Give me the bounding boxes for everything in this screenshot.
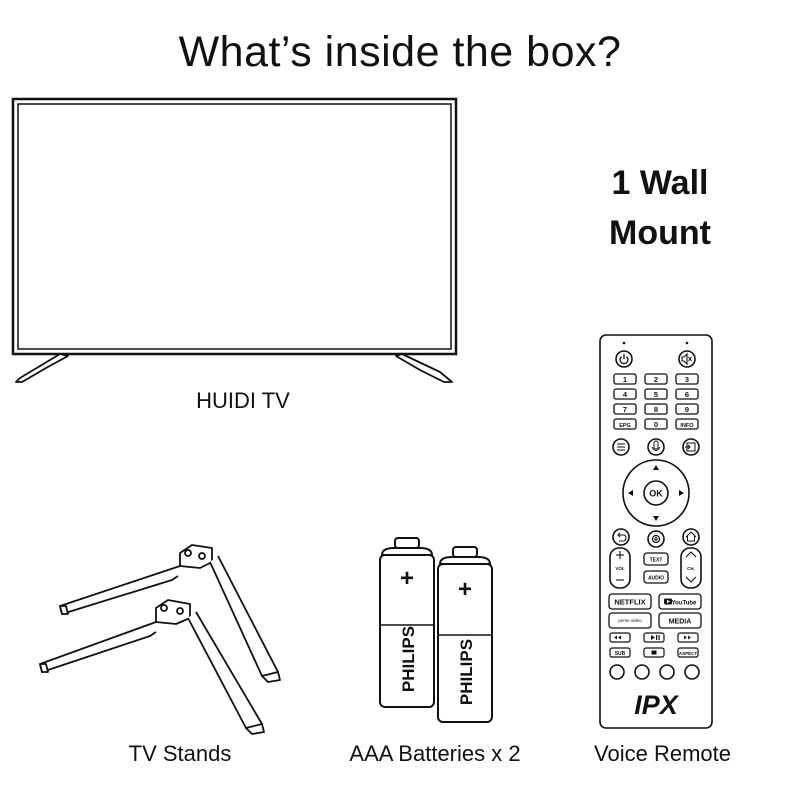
key-epg: EPG (619, 423, 631, 429)
sub-key: SUB (615, 651, 626, 657)
key-2: 2 (654, 375, 658, 384)
key-7: 7 (623, 405, 627, 414)
wall-mount-line1: 1 Wall (611, 164, 709, 202)
wall-mount-label: 1 Wall Mount (575, 158, 745, 258)
key-9: 9 (685, 405, 689, 414)
ch-label: CH. (687, 566, 695, 571)
battery-right-plus: + (458, 576, 472, 603)
dpad-arrows (628, 465, 684, 521)
wall-mount-line2: Mount (609, 214, 711, 252)
batteries-illustration: + PHILIPS + PHILIPS (379, 537, 493, 723)
voice-remote-illustration: 1 2 3 4 5 6 7 8 9 EPG 0 INFO OK VOL CH. … (599, 334, 713, 729)
key-5: 5 (654, 390, 658, 399)
settings-icon (647, 530, 665, 548)
power-icon (615, 350, 633, 368)
ok-label: OK (649, 489, 663, 499)
battery-right: + PHILIPS (437, 546, 493, 723)
caption-batteries: AAA Batteries x 2 (349, 741, 521, 766)
prime-label: prime video (618, 618, 642, 623)
menu-icon (612, 438, 630, 456)
home-icon (682, 528, 700, 546)
key-1: 1 (623, 375, 627, 384)
remote-body (599, 334, 713, 729)
netflix-label: NETFLIX (614, 598, 645, 607)
battery-right-brand: PHILIPS (457, 639, 476, 705)
key-0: 0 (654, 420, 658, 429)
back-icon (612, 528, 630, 546)
remote-brand-logo: IPX (634, 690, 680, 720)
text-key: TEXT (650, 558, 663, 564)
input-source-icon (682, 438, 700, 456)
key-3: 3 (685, 375, 689, 384)
number-keypad (613, 373, 699, 430)
microphone-icon (647, 438, 665, 456)
stand-back (59, 544, 281, 683)
color-keys (609, 664, 700, 680)
key-8: 8 (654, 405, 658, 414)
tv-screen (11, 97, 458, 356)
key-info: INFO (680, 423, 694, 429)
caption-remote: Voice Remote (594, 741, 731, 766)
netflix-button (608, 593, 652, 610)
media-button (658, 612, 702, 629)
remote-glyphs (614, 635, 691, 655)
audio-key: AUDIO (648, 576, 664, 582)
channel-rocker (680, 547, 702, 589)
media-label: MEDIA (669, 619, 692, 626)
vol-label: VOL (615, 566, 625, 571)
playback-keys (609, 632, 699, 658)
dpad (622, 459, 690, 527)
tv-feet (15, 353, 453, 383)
volume-rocker (609, 547, 631, 589)
youtube-label: YouTube (672, 601, 697, 607)
mute-icon (678, 350, 696, 368)
stand-front (39, 599, 265, 735)
caption-tv-stands: TV Stands (128, 741, 232, 766)
youtube-icon (664, 598, 672, 605)
key-4: 4 (623, 390, 628, 399)
key-6: 6 (685, 390, 689, 399)
battery-left-plus: + (400, 565, 414, 592)
page-title: What’s inside the box? (178, 28, 622, 76)
battery-left: + PHILIPS (379, 537, 435, 708)
battery-left-brand: PHILIPS (399, 626, 418, 692)
youtube-button (658, 593, 702, 610)
prime-video-button (608, 612, 652, 629)
caption-tv: HUIDI TV (196, 388, 290, 413)
aspect-key: ASPECT (679, 651, 698, 656)
